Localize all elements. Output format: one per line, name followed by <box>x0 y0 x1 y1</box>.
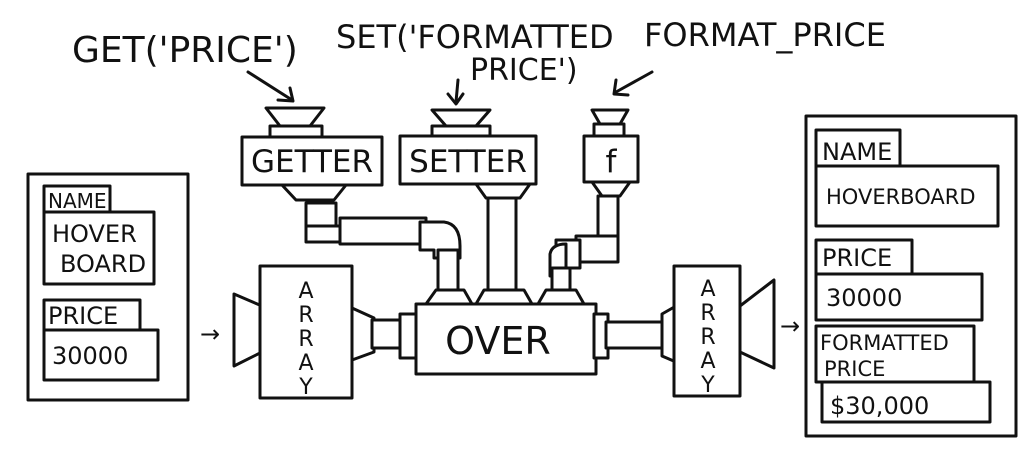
setter-box <box>398 134 538 186</box>
output-formatted-label-line1: FORMATTED <box>820 331 949 355</box>
array-out-label: A R R A Y <box>700 277 715 398</box>
getter-funnel <box>264 106 326 128</box>
input-price-label: PRICE <box>48 302 118 330</box>
output-price-label: PRICE <box>822 244 892 272</box>
array-out-machine: A R R A Y <box>660 264 776 398</box>
array-out-letter-y: Y <box>700 373 715 398</box>
getter-pipe <box>304 201 462 294</box>
getter-machine: GETTER <box>240 106 384 202</box>
array-out-funnel <box>738 278 776 370</box>
get-price-arrow <box>246 70 295 103</box>
array-in-funnel <box>232 292 264 368</box>
setter-outlet <box>474 182 532 200</box>
array-out-letter-a1: A <box>700 277 715 302</box>
input-name-value-line1: HOVER <box>52 220 137 248</box>
input-flow-arrow: → <box>200 320 220 348</box>
array-in-letter-r2: R <box>298 327 313 352</box>
setter-label: SETTER <box>409 144 527 180</box>
output-flow-arrow: → <box>780 312 800 340</box>
function-pipe <box>548 194 620 294</box>
setter-funnel <box>430 108 492 128</box>
output-record: NAME HOVERBOARD PRICE 30000 FORMATTED PR… <box>804 114 1018 438</box>
array-in-letter-r1: R <box>298 303 313 328</box>
array-in-machine: A R R A Y <box>232 264 376 400</box>
input-name-value-line2: BOARD <box>60 250 146 278</box>
output-formatted-value-box <box>820 380 992 424</box>
array-in-letter-a2: A <box>298 351 313 376</box>
input-price-value-box <box>42 328 160 382</box>
output-price-value: 30000 <box>826 284 902 312</box>
output-name-label: NAME <box>822 138 892 166</box>
pipe-over-to-array-out <box>604 320 664 350</box>
input-price-value: 30000 <box>52 342 128 370</box>
format-price-arrow <box>612 70 654 97</box>
function-box <box>582 134 640 184</box>
over-inlet-3 <box>536 288 586 306</box>
array-in-outlet <box>350 306 376 362</box>
array-in-letter-y: Y <box>298 375 313 400</box>
setter-machine: SETTER <box>398 108 538 200</box>
output-name-value: HOVERBOARD <box>826 185 976 209</box>
get-price-annotation: GET('PRICE') <box>72 30 298 71</box>
set-formatted-annotation-line1: SET('FORMATTED <box>336 18 614 56</box>
setter-pipe <box>486 194 518 292</box>
array-out-letter-r1: R <box>700 301 715 326</box>
function-outlet <box>590 180 632 198</box>
array-out-letter-r2: R <box>700 325 715 350</box>
over-inlet-2 <box>474 288 534 306</box>
getter-box <box>240 135 384 187</box>
over-box <box>414 302 598 376</box>
getter-outlet <box>280 183 348 202</box>
output-price-label-box <box>814 238 914 276</box>
array-out-box <box>672 264 742 398</box>
function-label: f <box>606 144 618 180</box>
array-out-letter-a2: A <box>700 349 715 374</box>
output-name-label-box <box>814 128 902 168</box>
function-machine: f <box>582 108 640 198</box>
input-record: NAME HOVER BOARD PRICE 30000 <box>26 172 190 402</box>
set-formatted-annotation-line2: PRICE') <box>470 53 578 88</box>
array-in-letter-a1: A <box>298 279 313 304</box>
function-funnel-neck <box>592 122 626 138</box>
array-in-label: A R R A Y <box>298 279 313 400</box>
set-formatted-arrow <box>446 78 465 106</box>
over-label: OVER <box>445 319 551 363</box>
output-name-value-box <box>814 164 1000 228</box>
getter-label: GETTER <box>251 144 373 180</box>
format-price-annotation: FORMAT_PRICE <box>644 16 886 54</box>
output-formatted-value: $30,000 <box>830 392 929 420</box>
output-price-value-box <box>814 272 984 322</box>
output-formatted-label-line2: PRICE <box>824 357 885 381</box>
over-machine: OVER <box>398 288 610 376</box>
function-funnel <box>590 108 630 126</box>
input-name-label: NAME <box>48 189 107 213</box>
over-inlet-1 <box>424 288 474 306</box>
input-name-value-box <box>42 210 156 286</box>
